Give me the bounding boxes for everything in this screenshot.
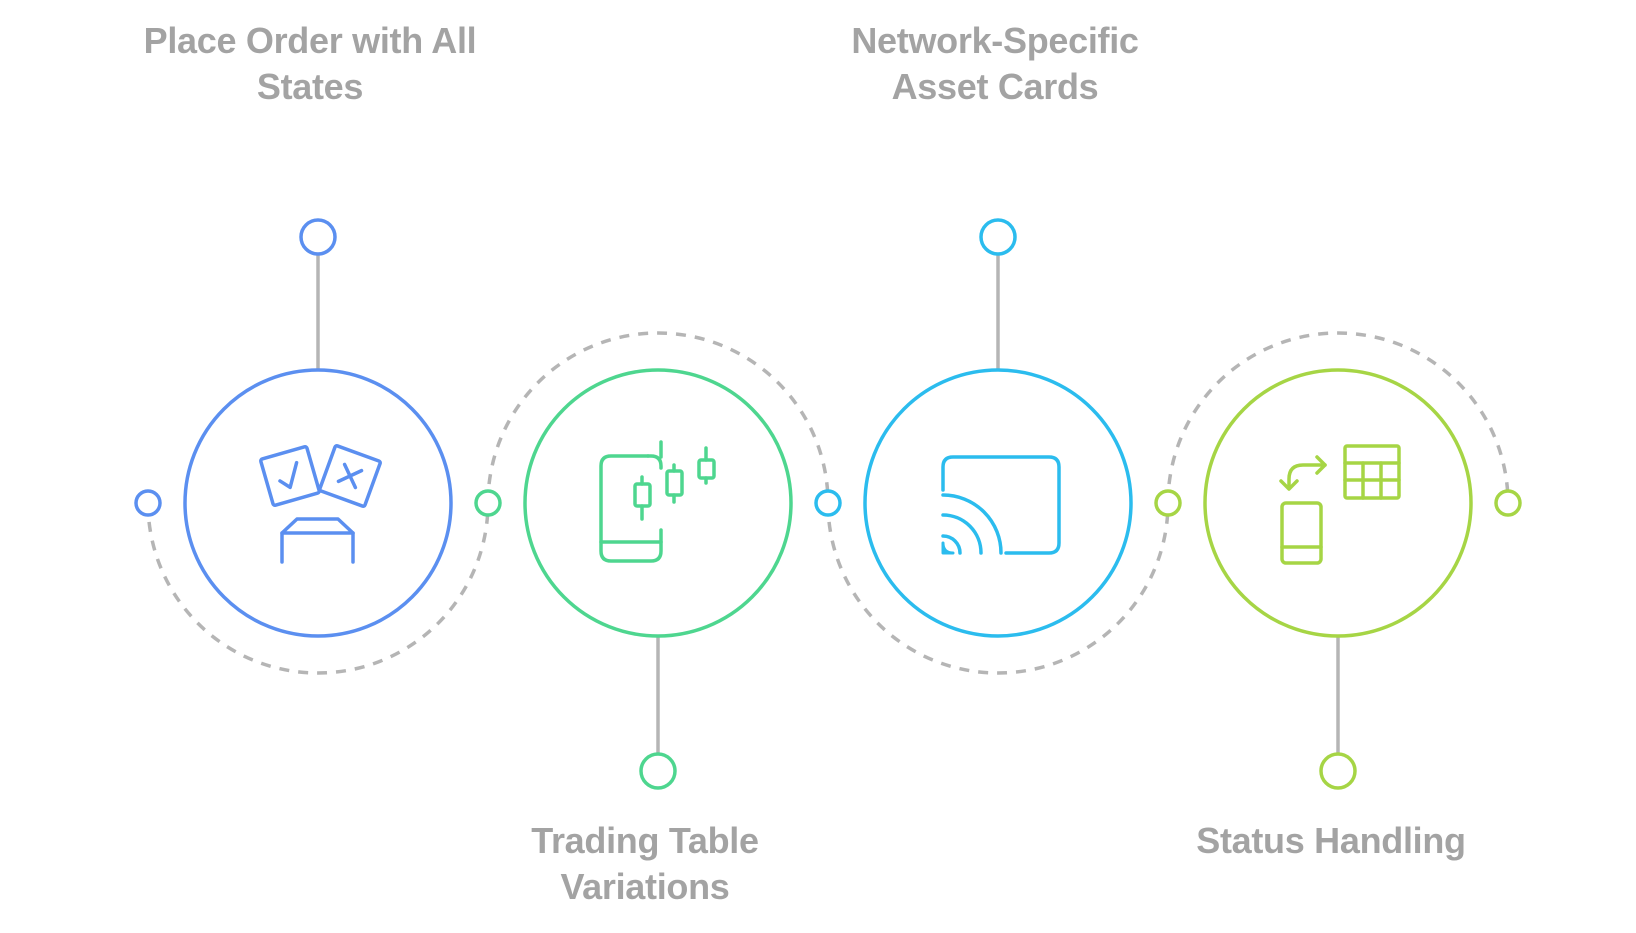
cast-screen-icon [941, 455, 1061, 555]
junction-node-4 [1154, 489, 1182, 517]
step-label-line: Status Handling [1196, 820, 1466, 861]
step-label-line: Place Order with All [143, 20, 477, 61]
junction-node-5 [1494, 489, 1522, 517]
step-label-line: Network-Specific [851, 20, 1139, 61]
junction-node-1 [134, 489, 162, 517]
dashed-arc-1 [146, 502, 490, 675]
stem-nodes [299, 218, 1357, 790]
order-states-icon [259, 444, 382, 564]
step-label-line: States [256, 66, 364, 107]
dashed-arcs [146, 331, 1510, 675]
step-label-place-order: Place Order with All States [95, 18, 525, 110]
stem-node-1 [299, 218, 337, 256]
step-label-line: Trading Table [531, 820, 759, 861]
step-label-trading-table: Trading Table Variations [430, 818, 860, 910]
step-label-status-handling: Status Handling [1116, 818, 1546, 864]
junction-node-3 [814, 489, 842, 517]
device-table-sync-icon [1279, 444, 1401, 565]
stem-node-3 [979, 218, 1017, 256]
dashed-arc-4 [1166, 331, 1510, 504]
dashed-arc-2 [486, 331, 830, 504]
step-circle-2 [523, 368, 793, 638]
connector-stems [316, 251, 1340, 755]
stem-node-2 [639, 752, 677, 790]
junction-nodes [134, 489, 1522, 517]
step-label-line: Variations [560, 866, 730, 907]
dashed-arc-3 [826, 502, 1170, 675]
stem-node-4 [1319, 752, 1357, 790]
step-label-line: Asset Cards [891, 66, 1099, 107]
junction-node-2 [474, 489, 502, 517]
main-circles [183, 368, 1473, 638]
step-circle-1 [183, 368, 453, 638]
mobile-candlestick-icon [599, 440, 716, 563]
step-circle-3 [863, 368, 1133, 638]
step-circle-4 [1203, 368, 1473, 638]
step-label-network-asset-cards: Network-Specific Asset Cards [780, 18, 1210, 110]
